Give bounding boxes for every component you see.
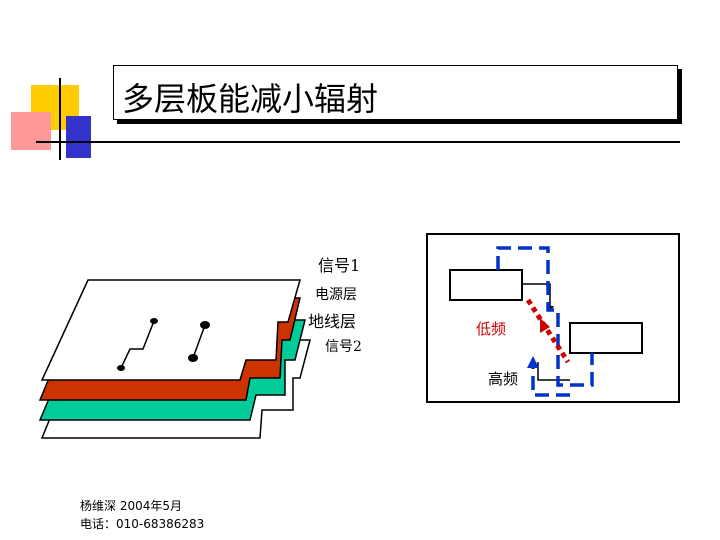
via-2a bbox=[200, 321, 210, 329]
footer-phone: 电话：010-68386283 bbox=[80, 517, 205, 531]
trace-1 bbox=[120, 320, 155, 369]
low-frequency-arrow bbox=[540, 318, 550, 333]
via-1a bbox=[150, 318, 158, 324]
signal1-layer bbox=[40, 279, 301, 381]
label-high-frequency: 高频 bbox=[488, 370, 519, 388]
trace-2 bbox=[192, 324, 206, 359]
label-ground-layer: 地线层 bbox=[308, 312, 357, 331]
high-frequency-arrow bbox=[527, 356, 539, 368]
component-left bbox=[449, 269, 523, 301]
deco-blue-square bbox=[66, 116, 91, 158]
via-2b bbox=[188, 354, 198, 362]
deco-pink-square bbox=[11, 112, 51, 150]
title-box: 多层板能减小辐射 bbox=[113, 65, 678, 120]
label-low-frequency: 低频 bbox=[476, 320, 507, 338]
label-signal2: 信号2 bbox=[325, 339, 362, 355]
via-1b bbox=[117, 365, 125, 371]
high-frequency-path bbox=[496, 246, 594, 387]
footer-author-date: 杨维深 2004年5月 bbox=[80, 499, 182, 513]
loop-frame bbox=[426, 233, 680, 403]
slide-title: 多层板能减小辐射 bbox=[122, 80, 379, 118]
label-signal1: 信号1 bbox=[318, 256, 361, 275]
low-frequency-path bbox=[525, 298, 571, 364]
loop-wire bbox=[522, 283, 551, 310]
high-frequency-return bbox=[531, 365, 570, 397]
label-power-layer: 电源层 bbox=[315, 287, 357, 303]
component-right bbox=[569, 322, 643, 354]
